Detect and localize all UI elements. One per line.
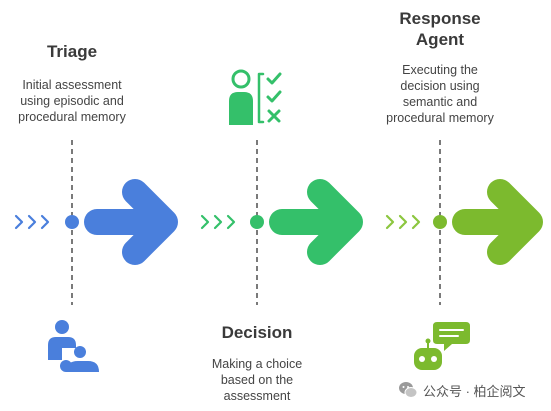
stage-2-arrow-icon — [269, 179, 363, 265]
parent-child-icon — [48, 320, 99, 372]
stage-1-title: Triage — [46, 42, 98, 61]
stage-3-chevrons-icon — [385, 214, 421, 230]
stage-2-description-line: based on the — [220, 373, 294, 387]
stage-1-description-line: using episodic and — [20, 94, 124, 108]
stage-3-description: Executing the decision using semantic an… — [370, 62, 510, 126]
stage-1-description-line: procedural memory — [18, 110, 126, 124]
stage-2-description: Making a choice based on the assessment — [192, 356, 322, 404]
stage-2-title: Decision — [221, 323, 293, 342]
stage-2-description-line: Making a choice — [211, 357, 303, 371]
stage-2-node-dot — [250, 215, 264, 229]
watermark: 公众号 · 柏企阅文 — [398, 378, 548, 402]
stage-1-chevrons-icon — [14, 214, 50, 230]
robot-chat-icon — [414, 322, 470, 370]
stage-1-description-line: Initial assessment — [22, 78, 122, 92]
stage-3-description-line: decision using — [400, 79, 480, 93]
stage-3-title: Response Agent — [388, 8, 492, 50]
stage-1-description: Initial assessment using episodic and pr… — [2, 77, 142, 125]
wechat-icon — [399, 382, 418, 398]
stage-3-description-line: procedural memory — [386, 111, 494, 125]
stage-3-description-line: semantic and — [402, 95, 478, 109]
stage-3-node-dot — [433, 215, 447, 229]
stage-2-chevrons-icon — [200, 214, 236, 230]
stage-3-title-line: Agent — [415, 30, 465, 49]
stage-3-description-line: Executing the — [402, 63, 478, 77]
person-checklist-icon — [229, 69, 282, 125]
stage-2-description-line: assessment — [223, 389, 291, 403]
stage-3-title-line: Response — [399, 9, 481, 28]
watermark-text: 公众号 · 柏企阅文 — [423, 383, 526, 399]
stage-3-arrow-icon — [452, 179, 543, 265]
stage-1-node-dot — [65, 215, 79, 229]
stage-1-arrow-icon — [84, 179, 178, 265]
